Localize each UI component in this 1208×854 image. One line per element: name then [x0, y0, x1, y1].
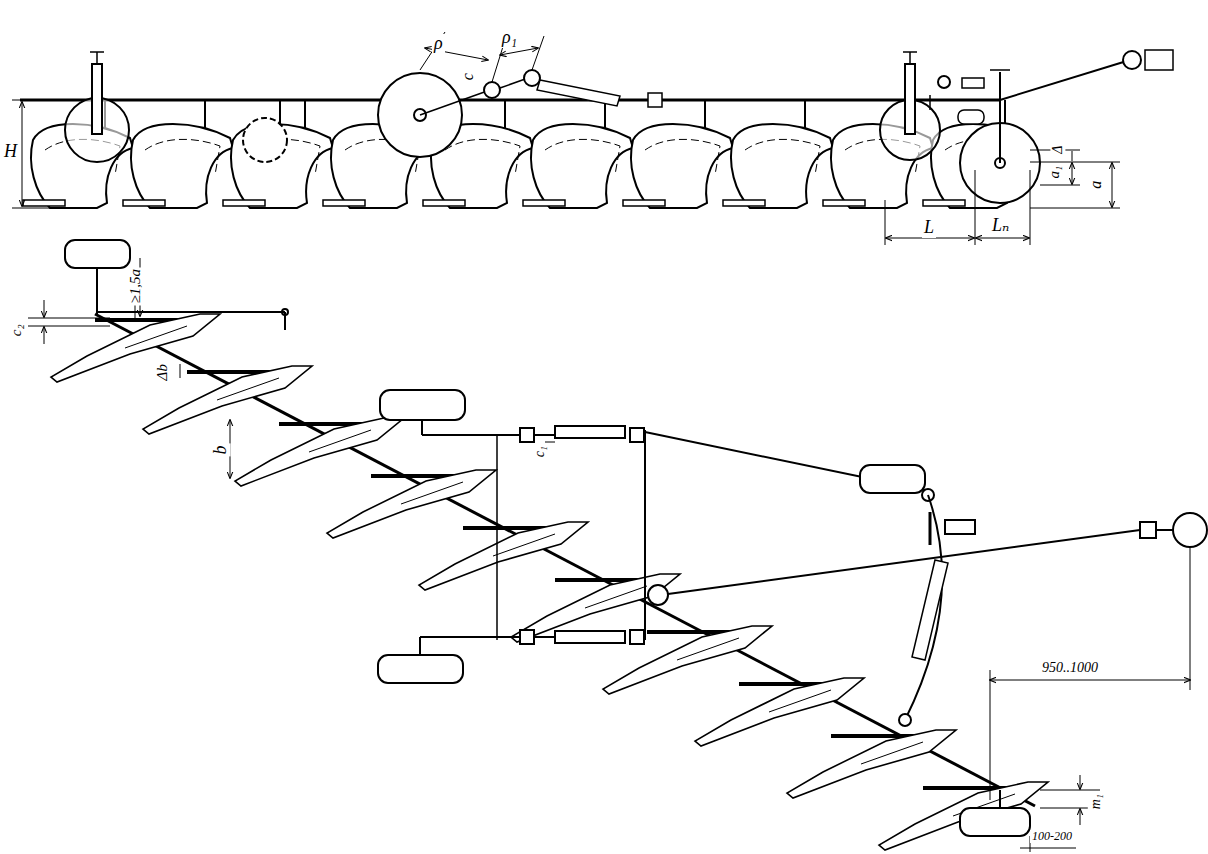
dimension-label: b: [211, 443, 231, 456]
dimension-label: ≥1,5a: [127, 267, 144, 305]
dimension-label: c: [459, 71, 477, 82]
dimension-label: a₁: [1046, 164, 1063, 181]
dimension-label: ρ₁: [500, 28, 519, 48]
dimension-label: a: [1087, 179, 1105, 191]
dimension-label: L: [922, 218, 936, 238]
dimension-label: c₂: [8, 322, 25, 338]
dimension-label: c₁: [532, 444, 547, 459]
dimension-label: 950..1000: [1040, 660, 1100, 675]
dimension-label: H: [2, 142, 19, 162]
dimension-label: Δb: [154, 362, 171, 382]
dimension-label: 100-200: [1030, 830, 1074, 843]
dimension-label: ρ: [432, 34, 445, 54]
dimension-label: Lₙ: [990, 216, 1011, 236]
dimension-label: m₁: [1088, 792, 1103, 811]
dimension-label: Δ: [1050, 144, 1065, 156]
